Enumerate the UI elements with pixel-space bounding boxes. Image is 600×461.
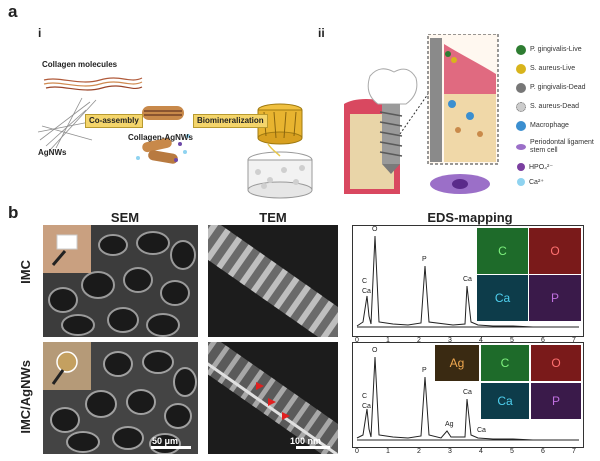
schematic-i [37,77,313,199]
legend-item: P. gingivalis-Live [516,40,600,59]
axis-tick: 4 [479,448,483,455]
sem-image-imc [43,225,198,337]
eds-peak-label: Ca [477,427,486,434]
axis-tick: 2 [417,448,421,455]
sem-image-imc-agnws [43,342,198,454]
eds-peak-label: O [372,347,378,354]
axis-tick: 7 [572,337,576,344]
panel-a-ii-label: ii [318,26,325,40]
sem-scale-bar-label: 50 μm [152,436,179,446]
axis-tick: 7 [572,448,576,455]
eds-peak-label: Ca [463,276,472,283]
legend-swatch [516,120,526,131]
collagen-molecules-illustration [43,77,143,91]
legend-item: S. aureus-Live [516,59,600,78]
co-assembly-step: Co-assembly [85,114,143,128]
collagen-agnws-bundle [142,106,184,120]
eds-peak-label: Ca [463,389,472,396]
axis-tick: 6 [541,448,545,455]
legend-swatch [517,177,525,186]
legend-item: Periodontal ligament stem cell [516,135,600,159]
axis-tick: 0 [355,448,359,455]
eds-axis-ticks-imc-agnws: 0 1 2 3 4 5 6 7 [352,448,584,458]
eds-peak-label: Ca [362,403,371,410]
eds-peak-label: Ca [362,288,371,295]
eds-tile-p: P [529,275,581,321]
eds-axis-ticks-imc: 0 1 2 3 4 5 6 7 [352,337,584,347]
legend-item: Macrophage [516,116,600,135]
axis-tick: 3 [448,448,452,455]
eds-peak-label: C [362,278,368,285]
legend-item: P. gingivalis-Dead [516,78,600,97]
eds-peak-label: P [422,256,427,263]
axis-tick: 2 [417,337,421,344]
legend-swatch [516,82,526,93]
legend-swatch [516,144,526,150]
collagen-molecules-label: Collagen molecules [42,60,118,69]
eds-tile-c: C [481,345,529,381]
eds-panel-imc-agnws: C Ca O P Ag Ca Ca Ag C O Ca P [352,342,584,448]
eds-peak-label: P [422,367,427,374]
column-header-sem: SEM [110,210,140,225]
collagen-agnws-label: Collagen-AgNWs [128,133,193,142]
legend-item: HPO₄²⁻ [516,159,600,174]
axis-tick: 3 [448,337,452,344]
tem-image-imc-agnws [208,342,338,454]
eds-spectrum-imc [356,235,579,328]
row-header-imc: IMC [18,260,33,284]
eds-peak-label: C [362,393,368,400]
axis-tick: 5 [510,337,514,344]
legend: P. gingivalis-Live S. aureus-Live P. gin… [516,40,600,189]
legend-item: S. aureus-Dead [516,97,600,116]
eds-tile-o: O [529,228,581,274]
row-header-imc-agnws: IMC/AgNWs [18,360,33,434]
eds-tile-ca: Ca [481,383,529,419]
axis-tick: 0 [355,337,359,344]
eds-tile-ca: Ca [477,275,528,321]
axis-tick: 5 [510,448,514,455]
column-header-eds: EDS-mapping [427,210,513,225]
tem-image-imc [208,225,338,337]
eds-panel-imc: C Ca O P Ca Ca C O Ca P [352,225,584,337]
porous-scaffold [247,143,313,199]
agnws-illustration [37,97,101,151]
panel-b-letter: b [8,203,19,222]
axis-tick: 4 [479,337,483,344]
legend-swatch [516,101,526,112]
eds-peak-label: O [372,226,378,233]
column-header-tem: TEM [259,210,287,225]
eds-tile-o: O [531,345,581,381]
legend-swatch [516,63,526,74]
panel-a-i-label: i [38,26,42,40]
eds-spectrum-imc-agnws [356,356,579,441]
agnws-label: AgNWs [38,148,67,157]
mineralized-bundles [136,134,190,164]
implant-schematic [344,34,499,194]
eds-tile-p: P [531,383,581,419]
eds-tile-ag: Ag [435,345,479,381]
biomineralization-step: Biomineralization [193,114,268,128]
eds-tile-c: C [477,228,528,274]
axis-tick: 1 [386,448,390,455]
eds-peak-label: Ag [445,421,454,428]
legend-swatch [516,44,526,55]
legend-swatch [517,162,525,171]
tem-scale-bar-label: 100 nm [290,436,322,446]
panel-a-letter: a [8,2,18,21]
legend-item: Ca²⁺ [516,174,600,189]
axis-tick: 6 [541,337,545,344]
axis-tick: 1 [386,337,390,344]
